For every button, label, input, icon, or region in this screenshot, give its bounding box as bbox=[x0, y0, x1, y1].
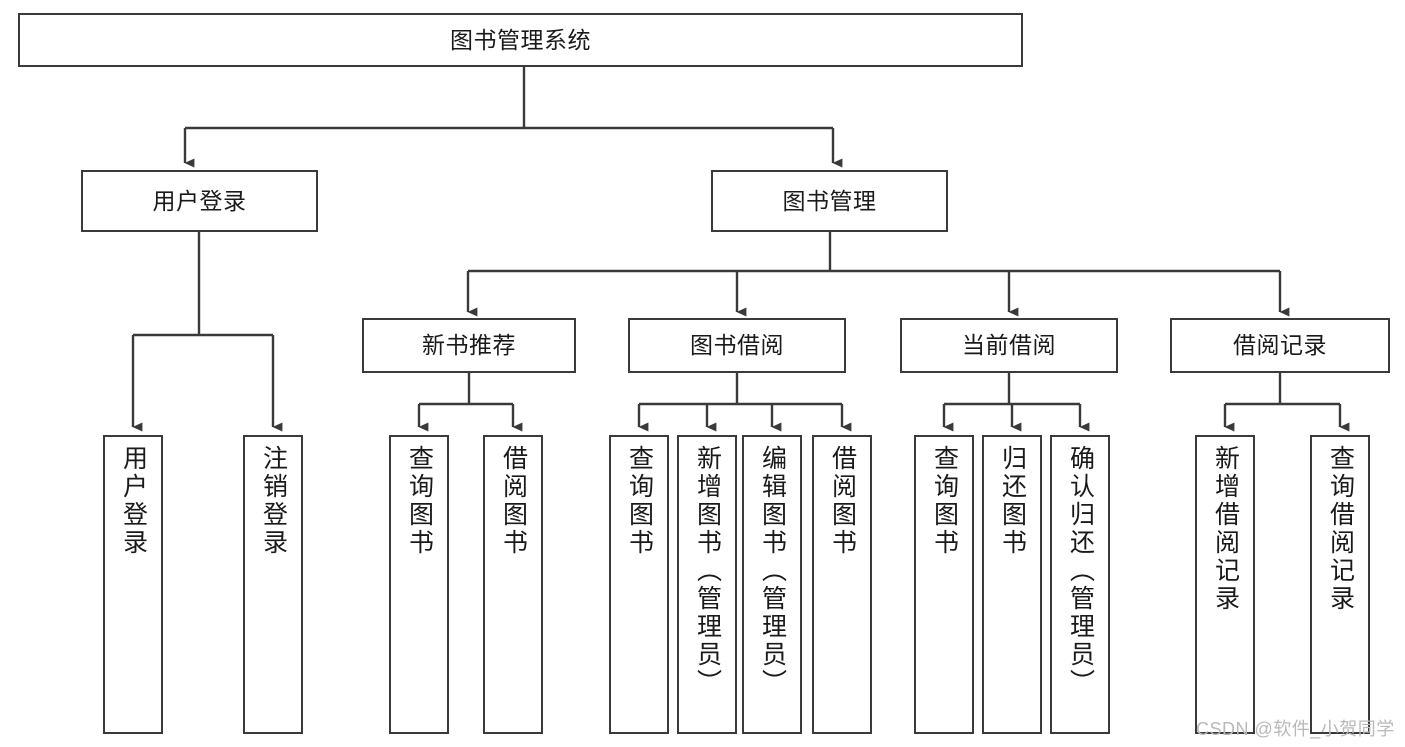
node-label: 图书管理 bbox=[782, 187, 877, 214]
node-new-book-recommendation[interactable]: 新书推荐 bbox=[362, 318, 576, 373]
leaf-logout[interactable]: 注销登录 bbox=[243, 435, 303, 734]
node-label: 用户登录 bbox=[152, 187, 247, 214]
node-label: 图书管理系统 bbox=[450, 26, 591, 53]
node-current-borrow[interactable]: 当前借阅 bbox=[900, 318, 1118, 373]
node-book-borrow[interactable]: 图书借阅 bbox=[628, 318, 846, 373]
node-label: 新增借阅记录 bbox=[1211, 445, 1240, 613]
node-label: 注销登录 bbox=[259, 445, 288, 557]
leaf-add-book-admin[interactable]: 新增图书（管理员） bbox=[677, 435, 737, 734]
leaf-return-book[interactable]: 归还图书 bbox=[982, 435, 1042, 734]
node-label: 新增图书（管理员） bbox=[693, 445, 722, 697]
node-label: 图书借阅 bbox=[690, 332, 784, 359]
leaf-add-borrow-record[interactable]: 新增借阅记录 bbox=[1195, 435, 1255, 734]
node-label: 归还图书 bbox=[998, 445, 1027, 557]
node-label: 借阅图书 bbox=[499, 445, 528, 557]
node-root-book-management-system[interactable]: 图书管理系统 bbox=[18, 13, 1023, 67]
leaf-borrow-book[interactable]: 借阅图书 bbox=[812, 435, 872, 734]
node-label: 当前借阅 bbox=[962, 332, 1056, 359]
leaf-query-book-current[interactable]: 查询图书 bbox=[914, 435, 974, 734]
node-label: 用户登录 bbox=[119, 445, 148, 557]
leaf-confirm-return-admin[interactable]: 确认归还（管理员） bbox=[1050, 435, 1110, 734]
node-borrow-record[interactable]: 借阅记录 bbox=[1170, 318, 1390, 373]
leaf-query-book-new[interactable]: 查询图书 bbox=[389, 435, 449, 734]
node-label: 新书推荐 bbox=[422, 332, 516, 359]
node-label: 确认归还（管理员） bbox=[1066, 445, 1095, 697]
node-user-login[interactable]: 用户登录 bbox=[81, 170, 318, 232]
node-label: 查询图书 bbox=[625, 445, 654, 557]
leaf-query-book-borrow[interactable]: 查询图书 bbox=[609, 435, 669, 734]
node-label: 查询借阅记录 bbox=[1326, 445, 1355, 613]
leaf-edit-book-admin[interactable]: 编辑图书（管理员） bbox=[742, 435, 802, 734]
leaf-user-login[interactable]: 用户登录 bbox=[103, 435, 163, 734]
node-label: 借阅记录 bbox=[1233, 332, 1327, 359]
node-label: 查询图书 bbox=[930, 445, 959, 557]
node-book-management[interactable]: 图书管理 bbox=[711, 170, 948, 232]
node-label: 编辑图书（管理员） bbox=[758, 445, 787, 697]
node-label: 借阅图书 bbox=[828, 445, 857, 557]
leaf-borrow-book-new[interactable]: 借阅图书 bbox=[483, 435, 543, 734]
watermark-text: CSDN @软件_小贺同学 bbox=[1196, 719, 1395, 739]
leaf-query-borrow-record[interactable]: 查询借阅记录 bbox=[1310, 435, 1370, 734]
node-label: 查询图书 bbox=[405, 445, 434, 557]
